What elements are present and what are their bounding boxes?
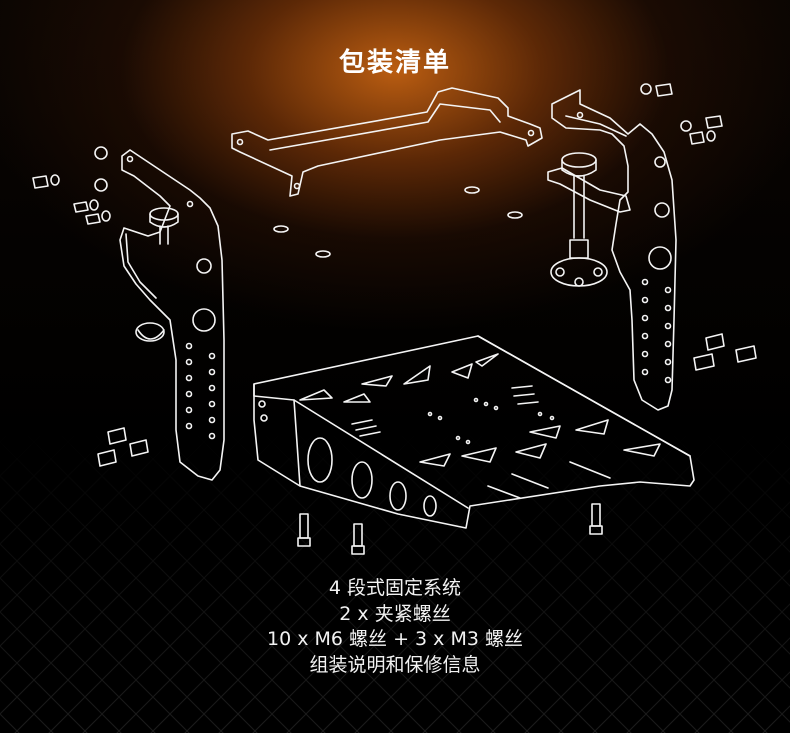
right-screws-group	[640, 83, 757, 371]
left-side-plate-part	[119, 149, 225, 481]
contents-item-mount-system: 4 段式固定系统	[328, 577, 462, 599]
page-title: 包装清单	[338, 48, 451, 78]
right-side-plate-part	[547, 89, 677, 411]
top-bracket-part	[231, 87, 543, 197]
washers-group	[273, 186, 523, 258]
contents-item-clamp-screws: 2 x 夹紧螺丝	[339, 602, 451, 625]
base-tray-part	[253, 335, 695, 529]
left-screws-group	[32, 146, 149, 467]
package-contents-list: 4 段式固定系统 2 x 夹紧螺丝 10 x M6 螺丝 + 3 x M3 螺丝…	[0, 576, 790, 678]
contents-item-manual-warranty: 组装说明和保修信息	[309, 653, 481, 676]
contents-item-screws: 10 x M6 螺丝 + 3 x M3 螺丝	[267, 628, 523, 650]
bottom-bolts-group	[297, 503, 603, 555]
